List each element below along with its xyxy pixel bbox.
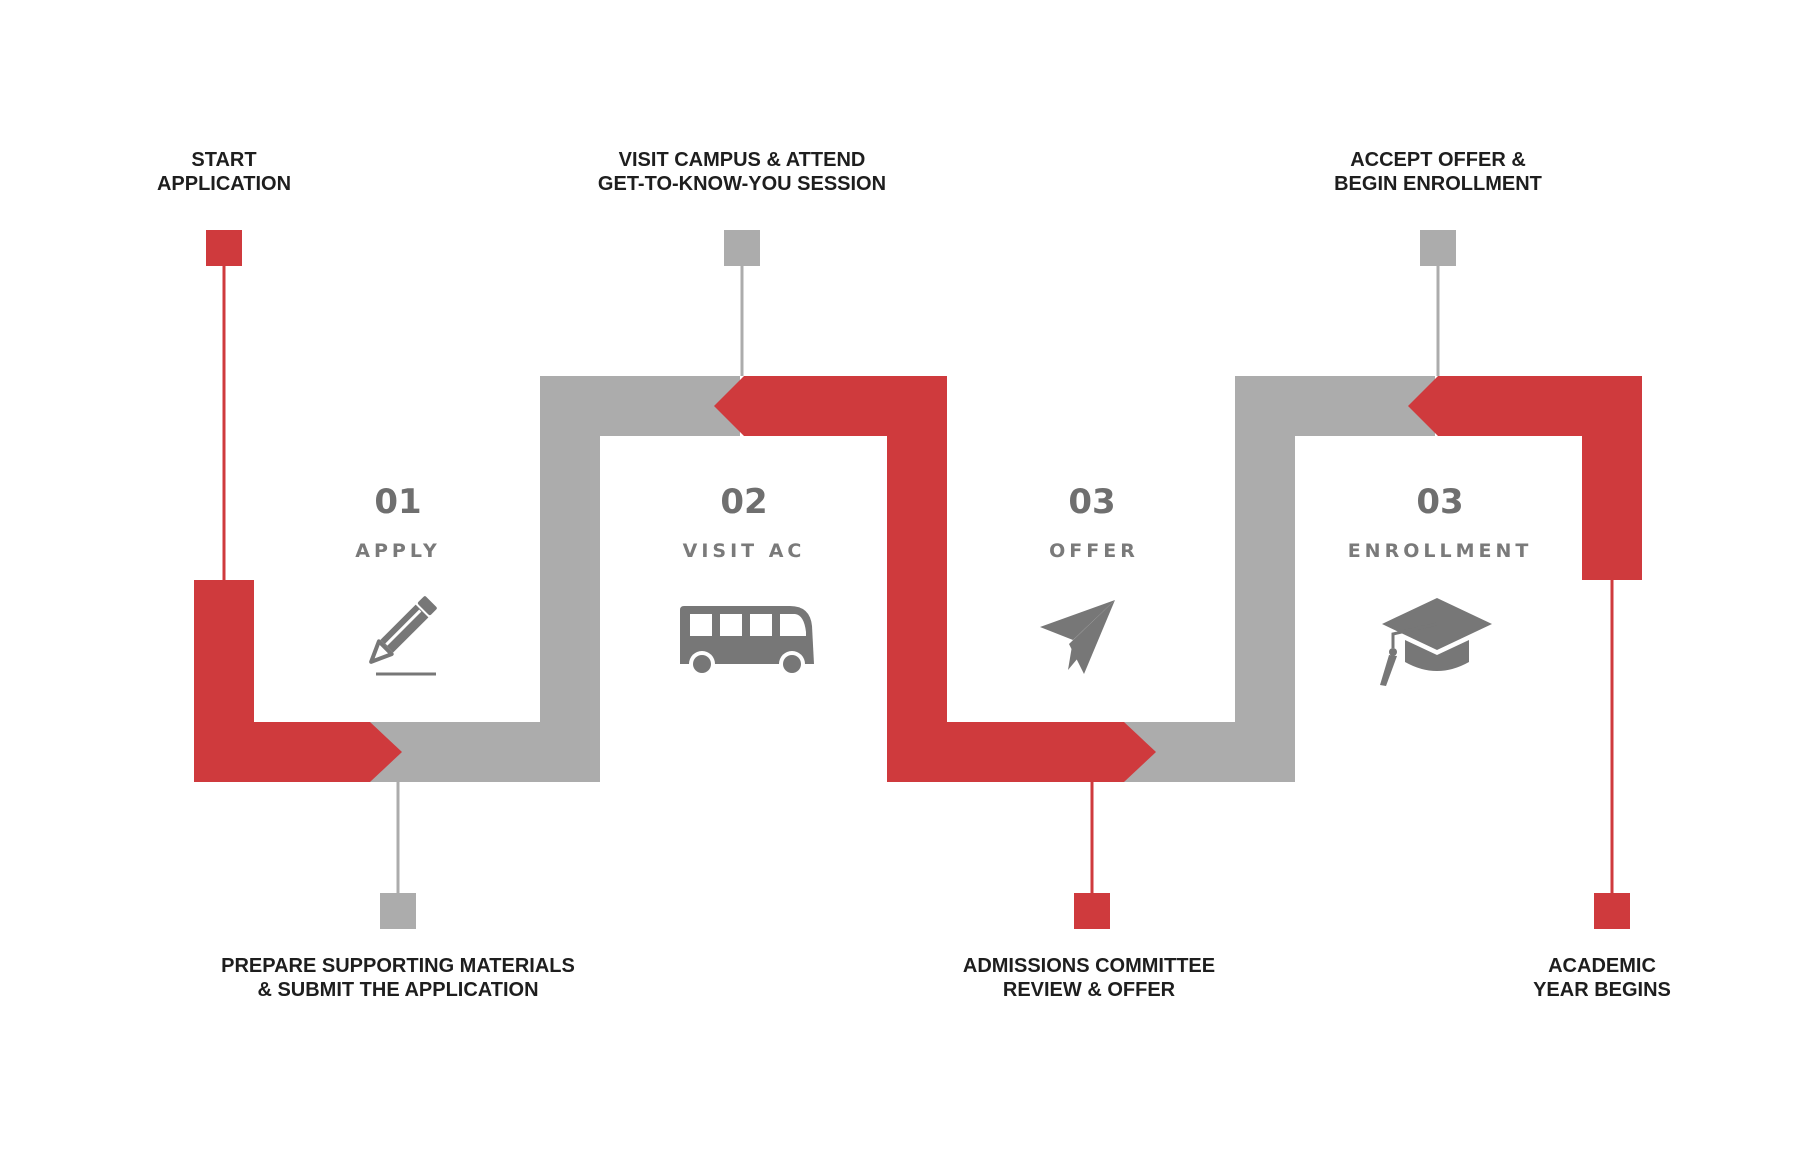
step-3-number: 03 <box>1068 482 1116 522</box>
bus-icon <box>680 606 814 677</box>
milestone-committee-review: ADMISSIONS COMMITTEE REVIEW & OFFER <box>962 955 1216 1001</box>
path-segments-gray <box>360 376 1435 782</box>
step-4-number: 03 <box>1416 482 1464 522</box>
marker-prepare-materials <box>380 893 416 929</box>
step-2-number: 02 <box>720 482 768 522</box>
pencil-icon <box>369 596 437 664</box>
marker-academic-year <box>1594 893 1630 929</box>
marker-committee-review <box>1074 893 1110 929</box>
step-1-number: 01 <box>374 482 422 522</box>
marker-visit-campus <box>724 230 760 266</box>
connectors <box>206 230 1630 929</box>
milestone-accept-offer: ACCEPT OFFER & BEGIN ENROLLMENT <box>1334 149 1542 195</box>
step-4-name: ENROLLMENT <box>1347 540 1533 562</box>
path-segments-red <box>194 376 1642 782</box>
paper-plane-icon <box>1040 600 1115 674</box>
graduation-cap-icon <box>1380 598 1492 686</box>
marker-accept-offer <box>1420 230 1456 266</box>
step-1-name: APPLY <box>355 540 441 562</box>
marker-start-application <box>206 230 242 266</box>
milestone-prepare-materials: PREPARE SUPPORTING MATERIALS & SUBMIT TH… <box>221 955 575 1001</box>
step-3-name: OFFER <box>1049 540 1139 562</box>
step-2-name: VISIT AC <box>682 540 806 562</box>
milestone-visit-campus: VISIT CAMPUS & ATTEND GET-TO-KNOW-YOU SE… <box>597 149 887 195</box>
milestone-start-application: START APPLICATION <box>156 149 292 195</box>
milestone-academic-year: ACADEMIC YEAR BEGINS <box>1533 955 1671 1001</box>
